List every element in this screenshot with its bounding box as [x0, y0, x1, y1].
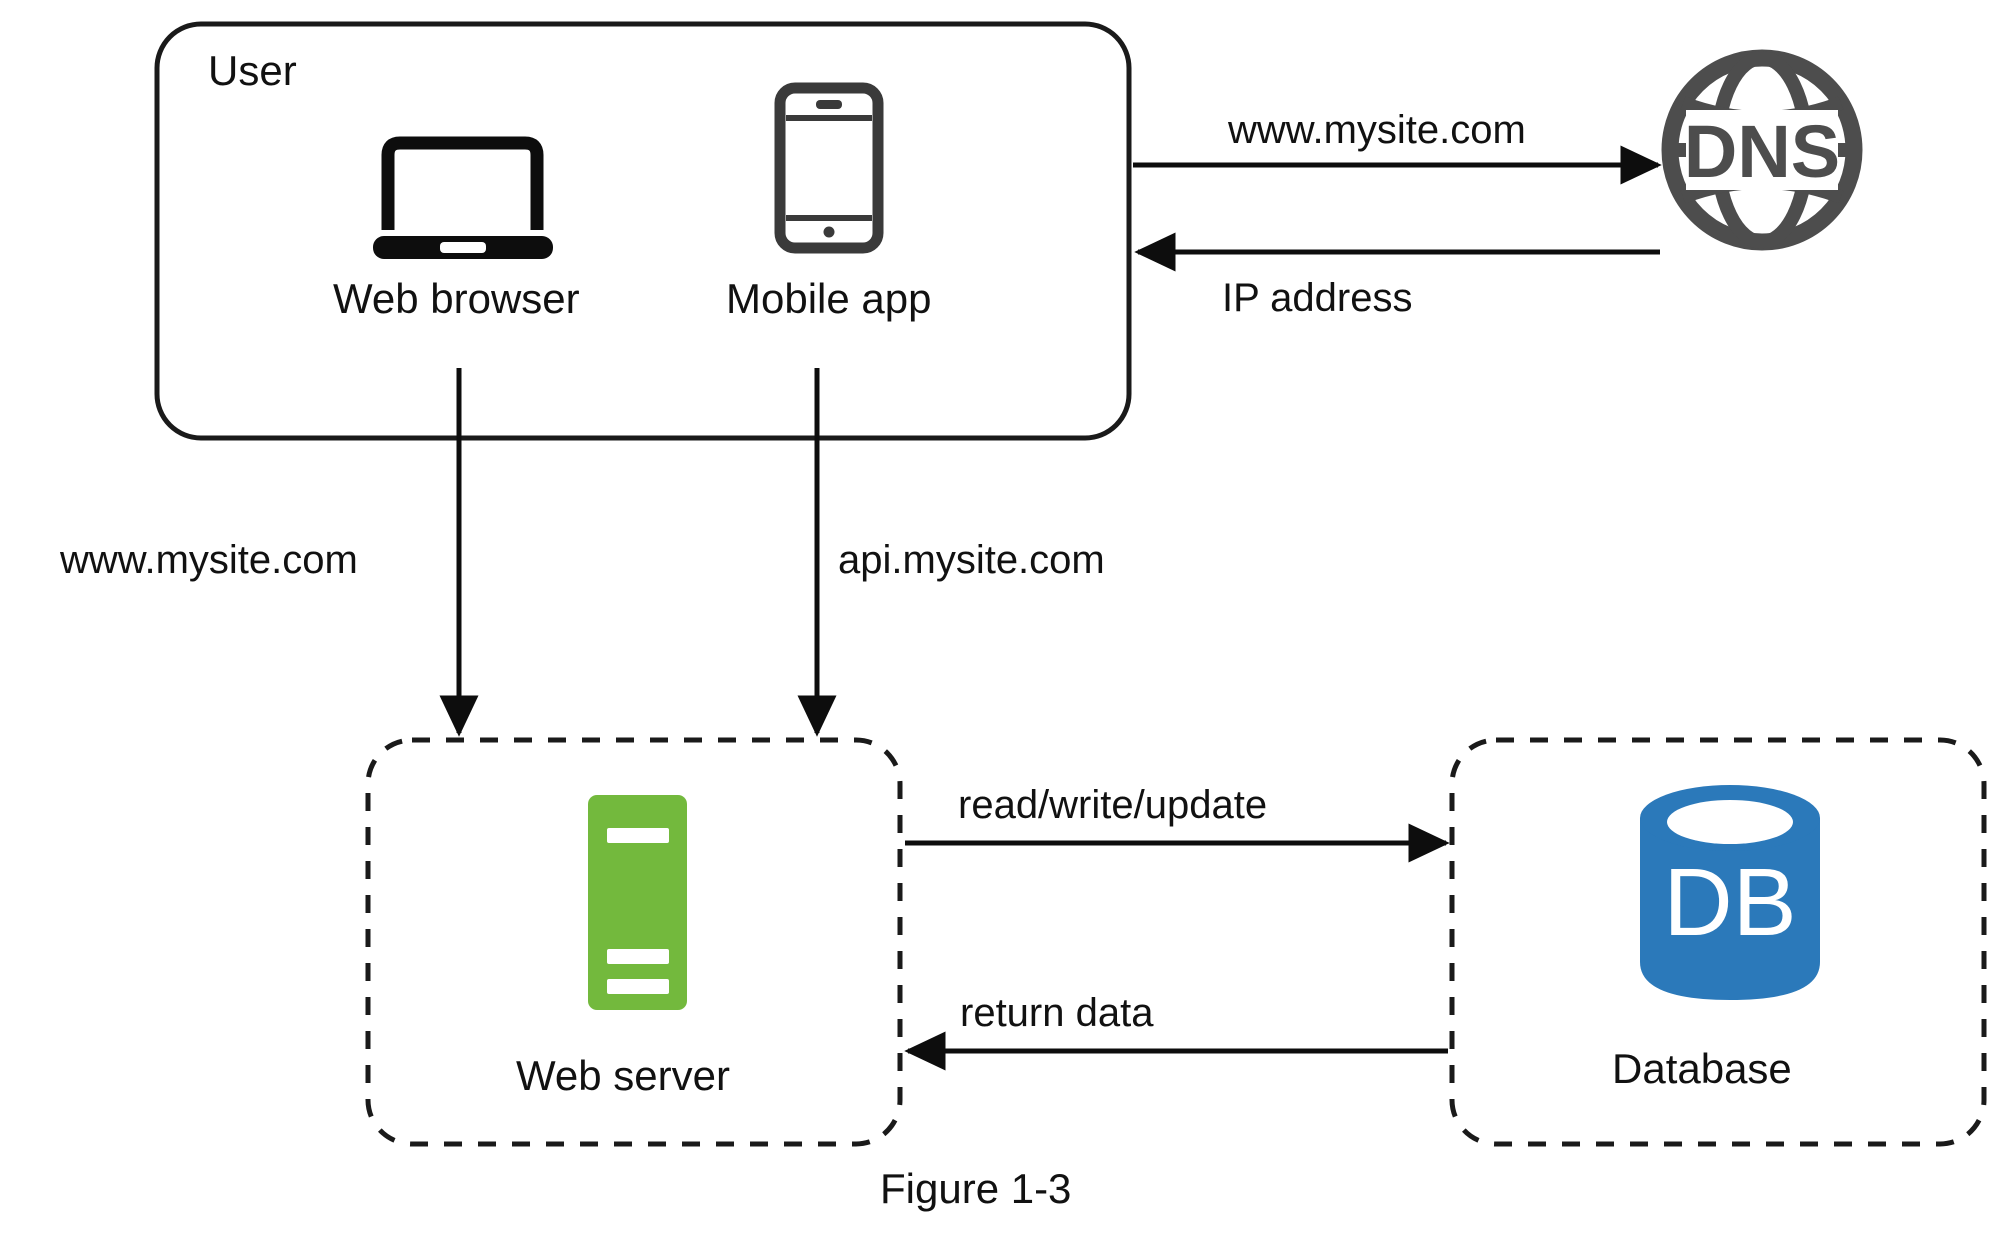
user-group-title: User: [208, 47, 297, 94]
edge-label-browser-to-server: www.mysite.com: [60, 538, 358, 582]
dns-icon-label: DNS: [1684, 110, 1840, 193]
edge-label-mobile-to-server: api.mysite.com: [838, 538, 1105, 582]
db-icon-label: DB: [1663, 849, 1796, 956]
figure-caption: Figure 1-3: [880, 1165, 1072, 1212]
user-group-box: [154, 21, 1132, 441]
edge-label-dns-to-user: IP address: [1222, 276, 1413, 320]
laptop-icon: [373, 136, 553, 259]
web-browser-label: Web browser: [333, 275, 580, 322]
mobile-phone-icon: [774, 82, 884, 254]
mobile-app-label: Mobile app: [726, 275, 932, 322]
web-server-label: Web server: [516, 1052, 730, 1099]
database-label: Database: [1612, 1045, 1792, 1092]
edge-label-server-to-database: read/write/update: [958, 783, 1268, 827]
database-cylinder-icon: DB: [1640, 785, 1820, 1000]
server-icon: [588, 795, 687, 1010]
globe-icon: DNS: [1661, 49, 1863, 251]
edge-label-user-to-dns: www.mysite.com: [1228, 108, 1526, 152]
edge-label-database-to-server: return data: [960, 991, 1154, 1035]
